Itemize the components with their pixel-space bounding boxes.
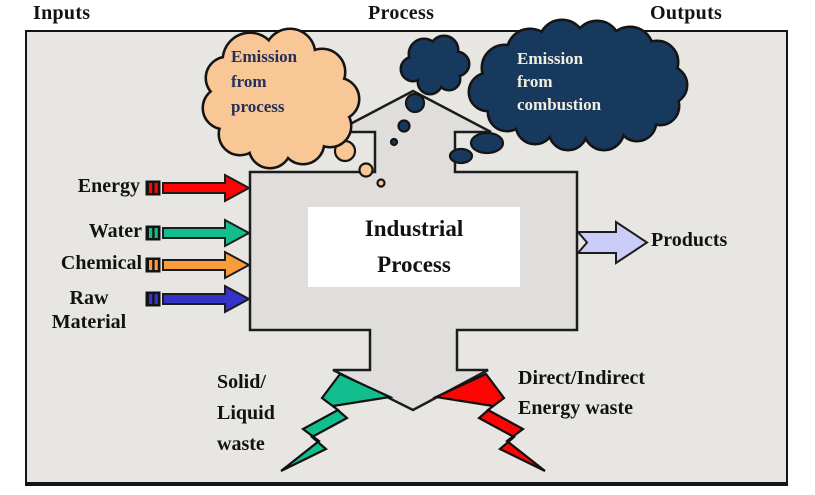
input-label-energy: Energy [77,175,140,197]
water-connector-icon [145,225,161,241]
emission-from-process-text: Emission from process [231,44,297,119]
chemical-input-arrow [145,250,252,280]
process-title-line1: Industrial [364,216,464,241]
chemical-connector-icon [145,257,161,273]
process-title-line2: Process [377,252,451,277]
process-cloud-line2: from [231,72,267,91]
raw-material-connector-icon [145,291,161,307]
process-cloud-line1: Emission [231,47,298,66]
emission-from-combustion-text: Emission from combustion [517,47,601,116]
waste-right-line2: Energy waste [518,397,633,419]
combustion-cloud-line3: combustion [517,95,602,114]
input-label-water: Water [88,220,142,242]
energy-waste-label: Direct/Indirect Energy waste [518,363,645,423]
solid-liquid-waste-bolt-icon [280,372,394,472]
energy-connector-icon [145,180,161,196]
combustion-emission-bubble-trail [389,92,505,165]
waste-left-line2: Liquid [217,402,275,424]
column-label-outputs: Outputs [650,2,723,24]
column-label-process: Process [368,2,435,24]
emission-from-process-cloud [201,27,361,170]
combustion-cloud-line1: Emission [517,49,584,68]
water-input-arrow [145,218,252,248]
small-combustion-cloud [399,34,471,96]
combustion-cloud-line2: from [517,72,553,91]
process-cloud-line3: process [231,97,285,116]
energy-waste-bolt-icon [432,372,546,472]
waste-left-line1: Solid/ [217,371,266,393]
raw-material-input-arrow [145,284,252,314]
column-label-inputs: Inputs [33,2,91,24]
input-label-chemical: Chemical [60,252,142,274]
waste-right-line1: Direct/Indirect [518,367,646,389]
industrial-process-title-box: Industrial Process [308,207,520,287]
energy-input-arrow [145,173,252,203]
emission-from-combustion-cloud [467,18,689,152]
input-label-raw-material: Raw Material [51,287,127,333]
products-arrow [575,220,649,265]
waste-left-line3: waste [217,433,265,455]
products-label: Products [651,229,728,251]
solid-liquid-waste-label: Solid/ Liquid waste [217,367,275,460]
